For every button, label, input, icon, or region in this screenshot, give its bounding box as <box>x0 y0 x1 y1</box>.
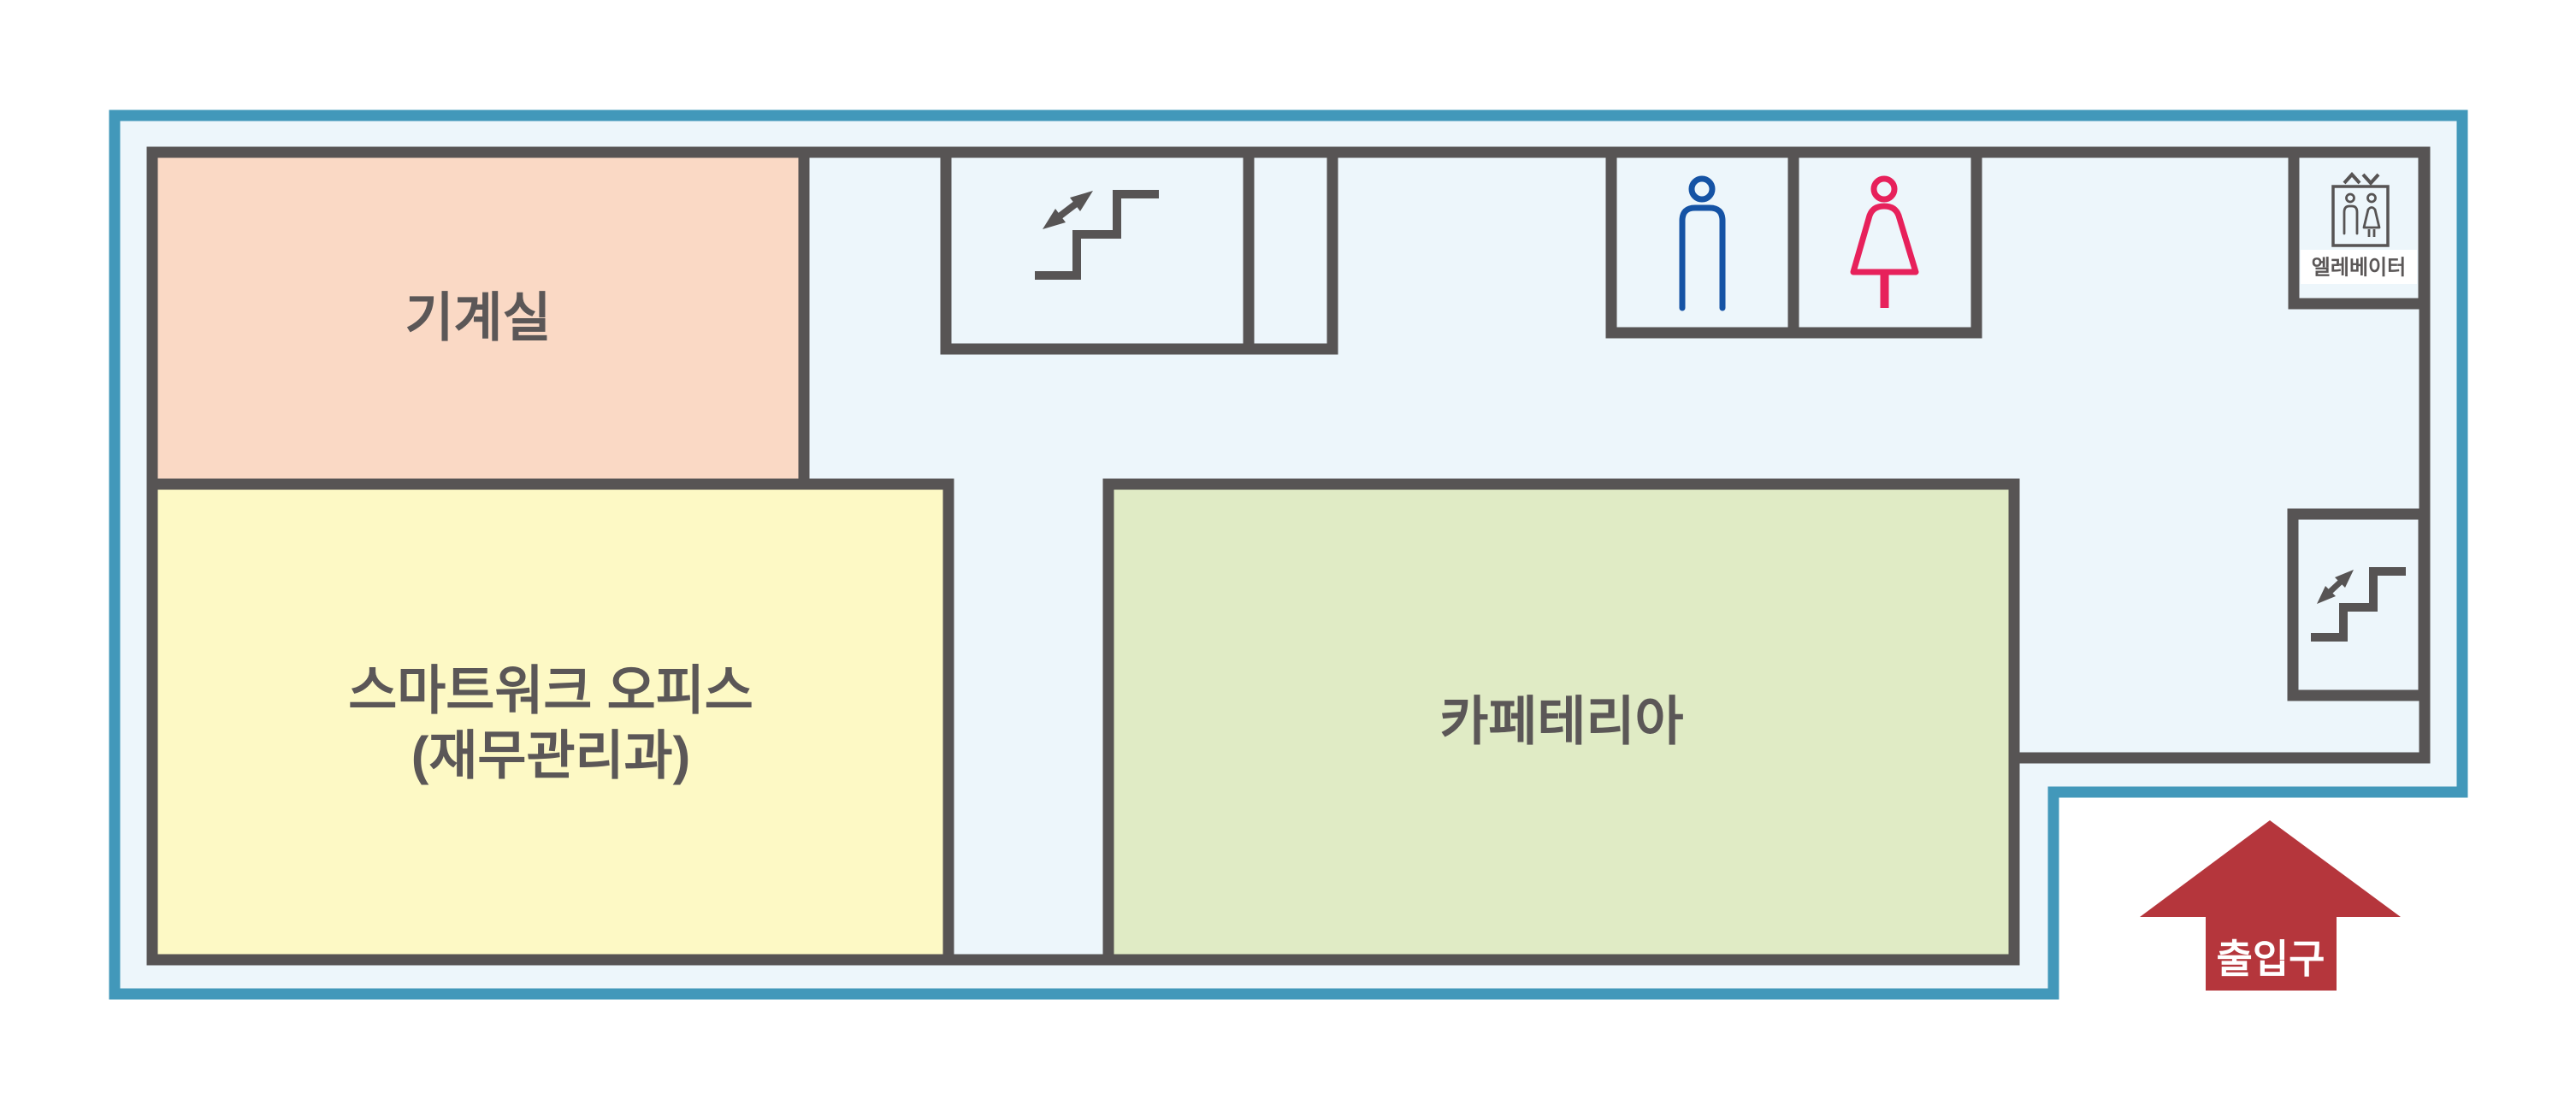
stairs-icon-upper <box>1035 190 1159 280</box>
room-label-cafeteria: 카페테리아 <box>1439 693 1683 752</box>
female-figure-icon <box>1850 175 1919 308</box>
elevator-label-box <box>2301 250 2417 284</box>
entrance-label: 출입구 <box>2217 937 2325 981</box>
room-stairwell-lower <box>2287 508 2430 701</box>
room-label-smartwork-line1: 스마트워크 오피스 <box>348 662 753 721</box>
room-stairwell-upper <box>940 146 1255 355</box>
room-label-smartwork-line2: (재무관리과) <box>411 727 691 786</box>
entrance-arrow-icon: 출입구 <box>2140 820 2401 991</box>
up-down-chevrons-icon <box>2343 172 2380 186</box>
room-shaft <box>1243 146 1338 355</box>
male-figure-icon <box>1679 175 1726 314</box>
interior-walls <box>146 146 2431 966</box>
stairs-icon-lower <box>2311 567 2406 642</box>
room-label-machine: 기계실 <box>405 289 551 348</box>
elevator-icon <box>2331 172 2390 247</box>
elevator-label: 엘레베이터 <box>2312 257 2406 280</box>
room-smartwork-office <box>146 478 954 966</box>
room-machine <box>146 146 810 490</box>
